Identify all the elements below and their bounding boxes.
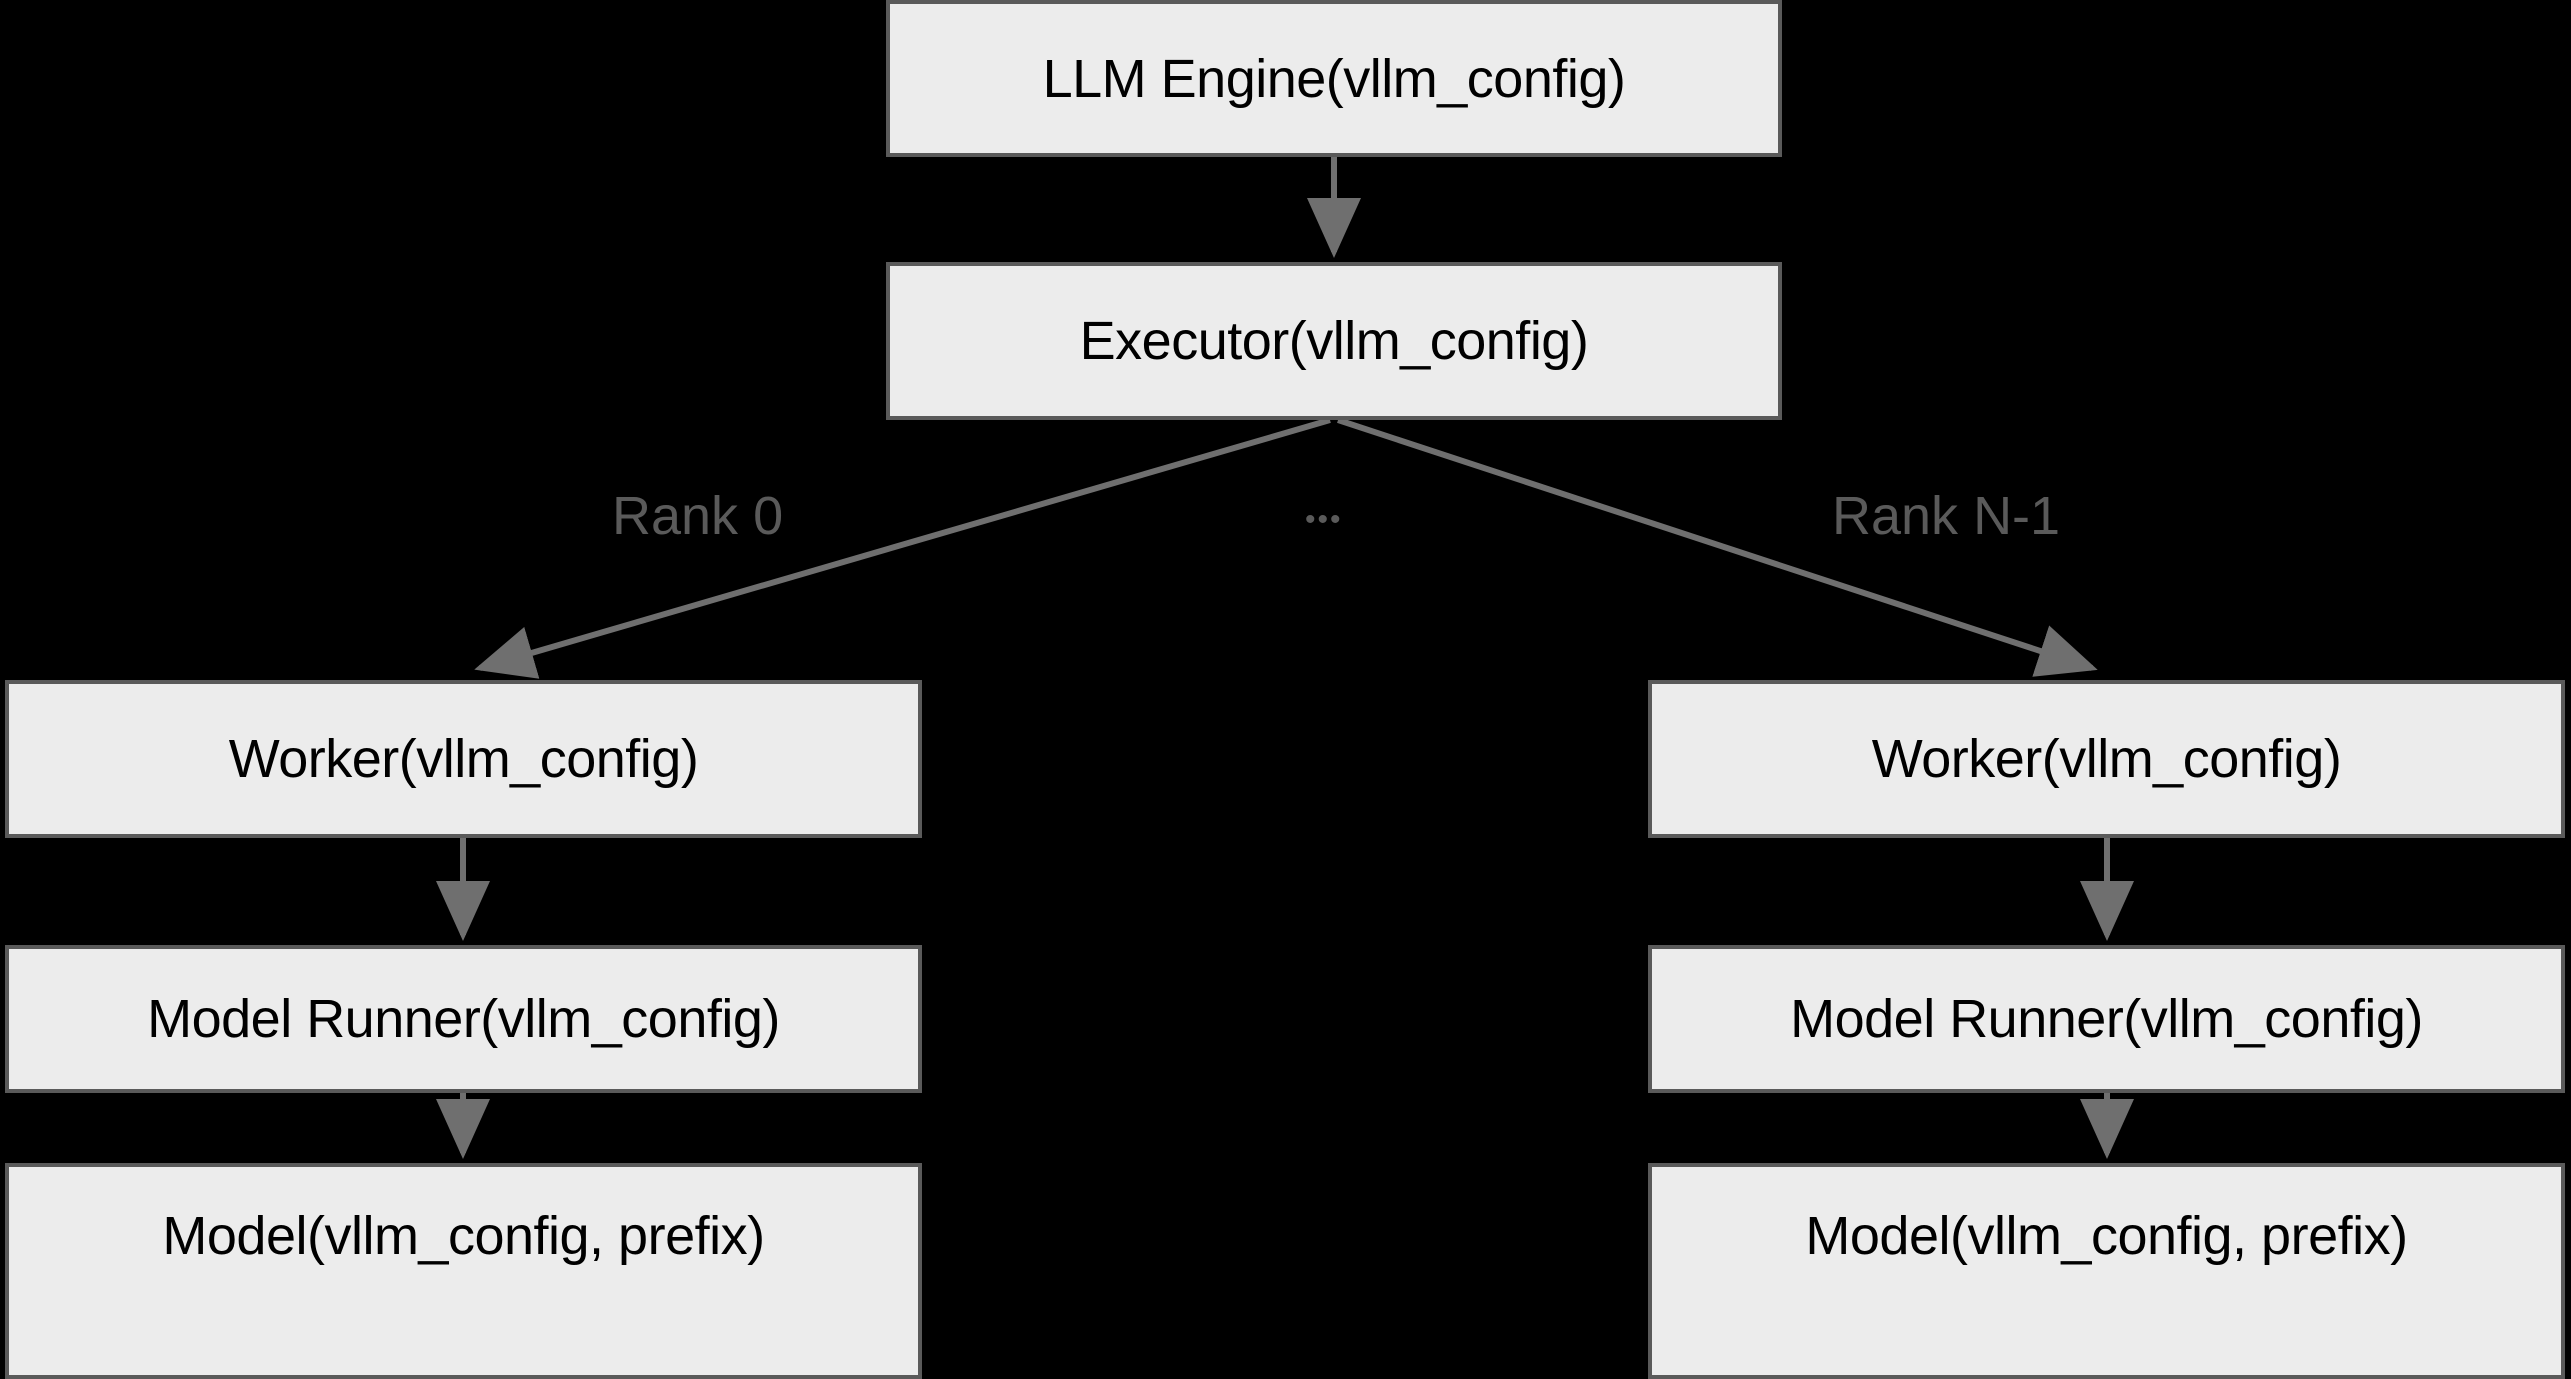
edge-label-rank-n-1: Rank N-1 (1832, 486, 2061, 546)
node-label: Worker(vllm_config) (1871, 729, 2342, 789)
edge-label-rank-0: Rank 0 (612, 486, 784, 546)
node-worker-rank0[interactable]: Worker(vllm_config) (5, 680, 922, 838)
node-label: Model(vllm_config, prefix) (162, 1206, 765, 1266)
node-worker-rankn[interactable]: Worker(vllm_config) (1648, 680, 2565, 838)
node-label: LLM Engine(vllm_config) (1042, 48, 1626, 109)
node-model-runner-rank0[interactable]: Model Runner(vllm_config) (5, 945, 922, 1093)
edge-label-ellipsis: ••• (1305, 503, 1343, 536)
node-llm-engine[interactable]: LLM Engine(vllm_config) (886, 0, 1782, 157)
node-label: Model Runner(vllm_config) (147, 989, 780, 1049)
edge-executor-to-worker-rank0 (474, 417, 1331, 679)
node-label: Worker(vllm_config) (228, 729, 699, 789)
node-label: Model Runner(vllm_config) (1790, 989, 2423, 1049)
node-label: Executor(vllm_config) (1079, 311, 1589, 371)
node-model-runner-rankn[interactable]: Model Runner(vllm_config) (1648, 945, 2565, 1093)
node-executor[interactable]: Executor(vllm_config) (886, 262, 1782, 420)
node-model-rank0[interactable]: Model(vllm_config, prefix) (5, 1163, 922, 1379)
node-label: Model(vllm_config, prefix) (1805, 1206, 2408, 1266)
node-model-rankn[interactable]: Model(vllm_config, prefix) (1648, 1163, 2565, 1379)
